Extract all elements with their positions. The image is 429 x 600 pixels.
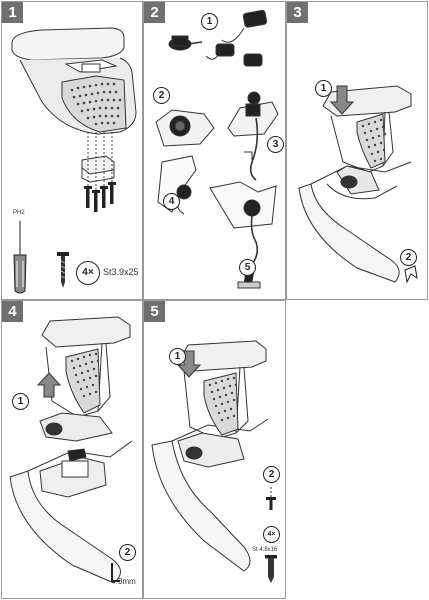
tool-size-label: 3mm [118, 577, 136, 586]
perforation-pattern [361, 118, 387, 163]
press-down-arrow [329, 85, 355, 115]
callout-2: 2 [119, 544, 136, 561]
screw-icon [265, 487, 277, 583]
panel-step-4: 4 1 2 3mm [1, 300, 143, 599]
panel-step-1: 1 [1, 1, 143, 300]
panel-empty [286, 300, 428, 599]
callout-2: 2 [153, 87, 170, 104]
callout-1: 1 [315, 80, 332, 97]
perforation-pattern [70, 352, 100, 398]
step-number-badge: 1 [2, 2, 23, 23]
screw-spec-label: St 4.8x16 [252, 547, 278, 553]
armrest-removal-illustration [9, 316, 133, 584]
perforation-pattern [70, 82, 122, 126]
callout-1: 1 [169, 348, 186, 365]
step-number-badge: 3 [287, 2, 308, 23]
screw-spec-label: St3.9x25 [103, 267, 139, 277]
quantity-text: 4× [267, 531, 276, 538]
screwdriver-icon [13, 221, 27, 294]
armrest-installation-illustration [298, 85, 418, 284]
step-number-badge: 2 [144, 2, 165, 23]
panel-step-2: 2 [143, 1, 286, 300]
press-down-arrow [176, 350, 202, 378]
panel-step-5: 5 1 2 4× [143, 300, 286, 599]
callout-4: 4 [163, 193, 180, 210]
callout-5: 5 [239, 259, 256, 276]
allen-key-icon [111, 563, 120, 582]
clip-icon [404, 265, 418, 284]
callout-3: 3 [267, 136, 284, 153]
step-number-badge: 4 [2, 301, 23, 322]
lift-up-arrow [36, 372, 62, 398]
perforation-pattern [208, 376, 238, 422]
quantity-text: 4× [82, 267, 94, 278]
step-number-badge: 5 [144, 301, 165, 322]
screw-icon [57, 252, 69, 288]
callout-1: 1 [12, 393, 29, 410]
quantity-badge: 4× [263, 526, 280, 543]
screws-group [84, 182, 116, 212]
callout-2: 2 [400, 249, 417, 266]
quantity-badge: 4× [76, 261, 100, 285]
callout-1: 1 [201, 13, 218, 30]
socket-wiring-illustration [155, 9, 279, 289]
panel-step-3: 3 1 2 [286, 1, 428, 300]
screwdriver-tip-label: PH2 [13, 210, 25, 216]
callout-2: 2 [263, 466, 280, 483]
armrest-refit-illustration [151, 340, 277, 583]
armrest-illustration [11, 27, 137, 212]
